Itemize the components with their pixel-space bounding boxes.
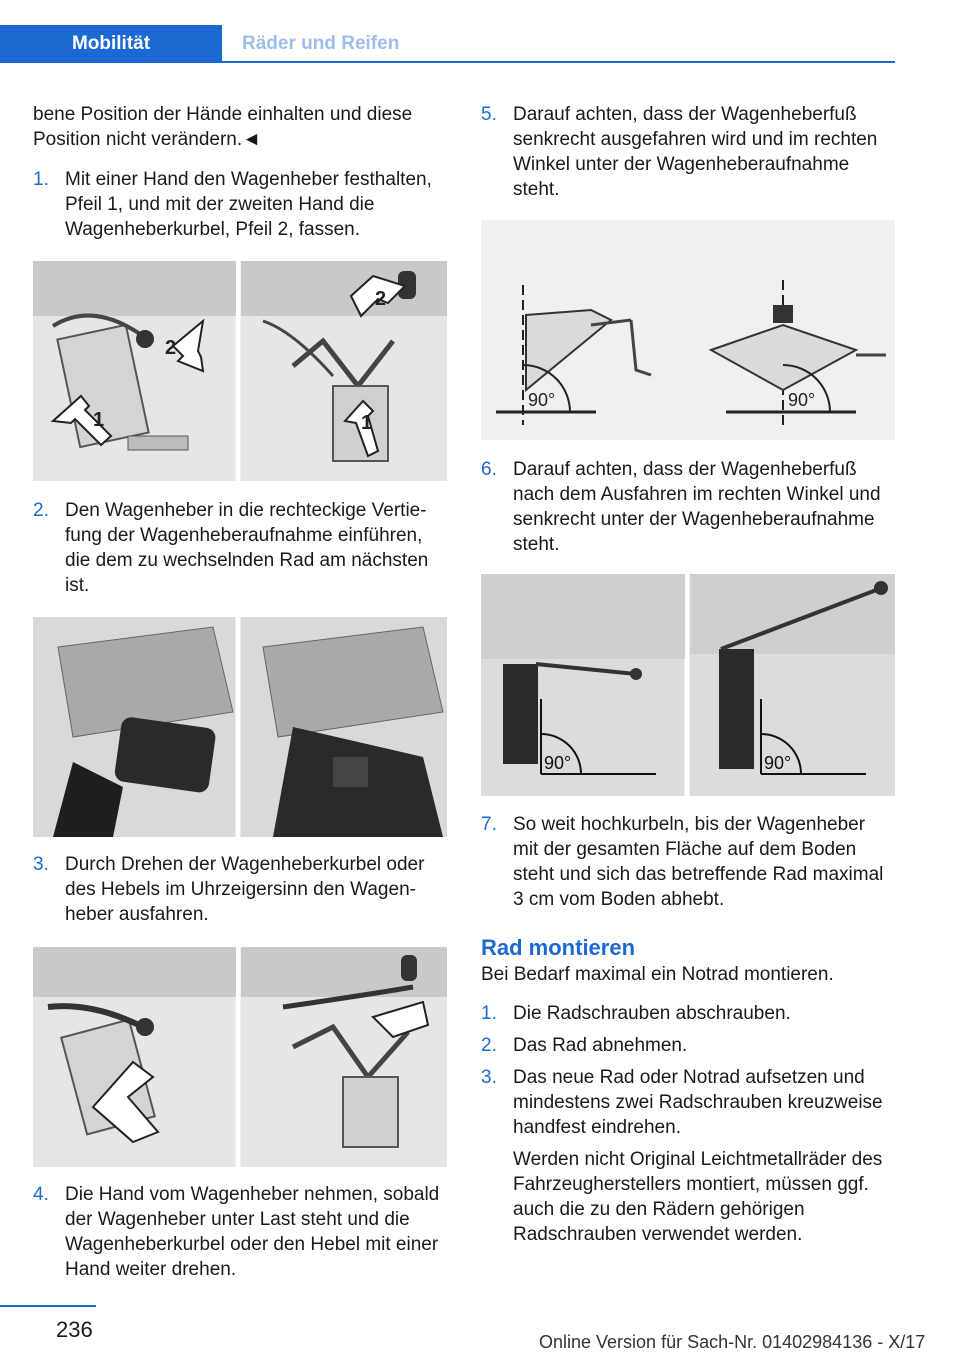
step-text: Die Radschrauben abschrauben. bbox=[513, 1003, 791, 1024]
step-text: Die Hand vom Wagenheber nehmen, so­bald … bbox=[65, 1184, 440, 1280]
step-text: Durch Drehen der Wagenheberkurbel oder d… bbox=[65, 854, 425, 925]
arrow-label-2b: 2 bbox=[375, 288, 386, 310]
arrow-label-1b: 1 bbox=[361, 412, 372, 434]
step-number: 2. bbox=[481, 1035, 497, 1056]
section-title: Rad montieren bbox=[481, 935, 636, 960]
figure-jack-extended: 90° 90° bbox=[481, 574, 895, 796]
mount-step-3: 3. Das neue Rad oder Notrad aufsetzen un… bbox=[481, 1065, 895, 1140]
intro-text: bene Position der Hände einhalten und di… bbox=[33, 104, 413, 150]
step-number: 2. bbox=[33, 500, 49, 521]
step-number: 3. bbox=[33, 854, 49, 875]
figure-jack-recess bbox=[33, 617, 447, 837]
step-number: 3. bbox=[481, 1067, 497, 1088]
footer-rule bbox=[0, 1305, 96, 1307]
step-1: 1. Mit einer Hand den Wagenheber festhal… bbox=[33, 167, 451, 242]
tab-mobilitaet[interactable]: Mobilität bbox=[0, 25, 222, 63]
arrow-label-1: 1 bbox=[93, 409, 104, 431]
step-3: 3. Durch Drehen der Wagenheberkurbel ode… bbox=[33, 852, 451, 927]
step-6: 6. Darauf achten, dass der Wagenheberfuß… bbox=[481, 457, 895, 557]
angle-label: 90° bbox=[764, 753, 791, 773]
section-intro: Bei Bedarf maximal ein Notrad montieren. bbox=[481, 964, 834, 985]
step-number: 5. bbox=[481, 104, 497, 125]
step-text: So weit hochkurbeln, bis der Wagenheber … bbox=[513, 814, 884, 910]
step-text: Den Wagenheber in die rechteckige Vertie… bbox=[65, 500, 429, 596]
step-text: Mit einer Hand den Wagenheber festhal­te… bbox=[65, 169, 432, 240]
mount-step-1: 1. Die Radschrauben abschrauben. bbox=[481, 1001, 895, 1026]
step-text: Das neue Rad oder Notrad aufsetzen und m… bbox=[513, 1067, 883, 1138]
tab-raeder-und-reifen[interactable]: Räder und Reifen bbox=[242, 33, 400, 54]
figure-jack-grip: 1 2 2 1 bbox=[33, 261, 447, 481]
figure-jack-crank bbox=[33, 947, 447, 1167]
angle-label: 90° bbox=[544, 753, 571, 773]
page-number: 236 bbox=[56, 1317, 93, 1342]
header-rule bbox=[0, 61, 895, 63]
angle-label: 90° bbox=[528, 390, 555, 410]
left-column: bene Position der Hände einhalten und di… bbox=[33, 102, 451, 1282]
step-number: 6. bbox=[481, 459, 497, 480]
step-2: 2. Den Wagenheber in die rechteckige Ver… bbox=[33, 498, 451, 598]
step-number: 1. bbox=[33, 169, 49, 190]
step-number: 4. bbox=[33, 1184, 49, 1205]
step-number: 7. bbox=[481, 814, 497, 835]
step-number: 1. bbox=[481, 1003, 497, 1024]
figure-right-angle-diagram: 90° 90° bbox=[481, 220, 895, 440]
angle-label: 90° bbox=[788, 390, 815, 410]
step-7: 7. So weit hochkurbeln, bis der Wagenheb… bbox=[481, 812, 895, 912]
step-text: Das Rad abnehmen. bbox=[513, 1035, 688, 1056]
right-column: 5. Darauf achten, dass der Wagenheberfuß… bbox=[481, 102, 895, 1247]
online-version-note: Online Version für Sach-Nr. 01402984136 … bbox=[539, 1332, 926, 1352]
header-tabs: Mobilität Räder und Reifen bbox=[0, 25, 399, 63]
arrow-label-2: 2 bbox=[165, 337, 176, 359]
step-text: Darauf achten, dass der Wagenheberfuß se… bbox=[513, 104, 878, 200]
step-text: Darauf achten, dass der Wagenheberfuß na… bbox=[513, 459, 881, 555]
step-4: 4. Die Hand vom Wagenheber nehmen, so­ba… bbox=[33, 1182, 451, 1282]
step-5: 5. Darauf achten, dass der Wagenheberfuß… bbox=[481, 102, 895, 202]
mount-step-2: 2. Das Rad abnehmen. bbox=[481, 1033, 895, 1058]
wheel-bolt-note: Werden nicht Original Leichtmetallräder … bbox=[513, 1149, 883, 1245]
